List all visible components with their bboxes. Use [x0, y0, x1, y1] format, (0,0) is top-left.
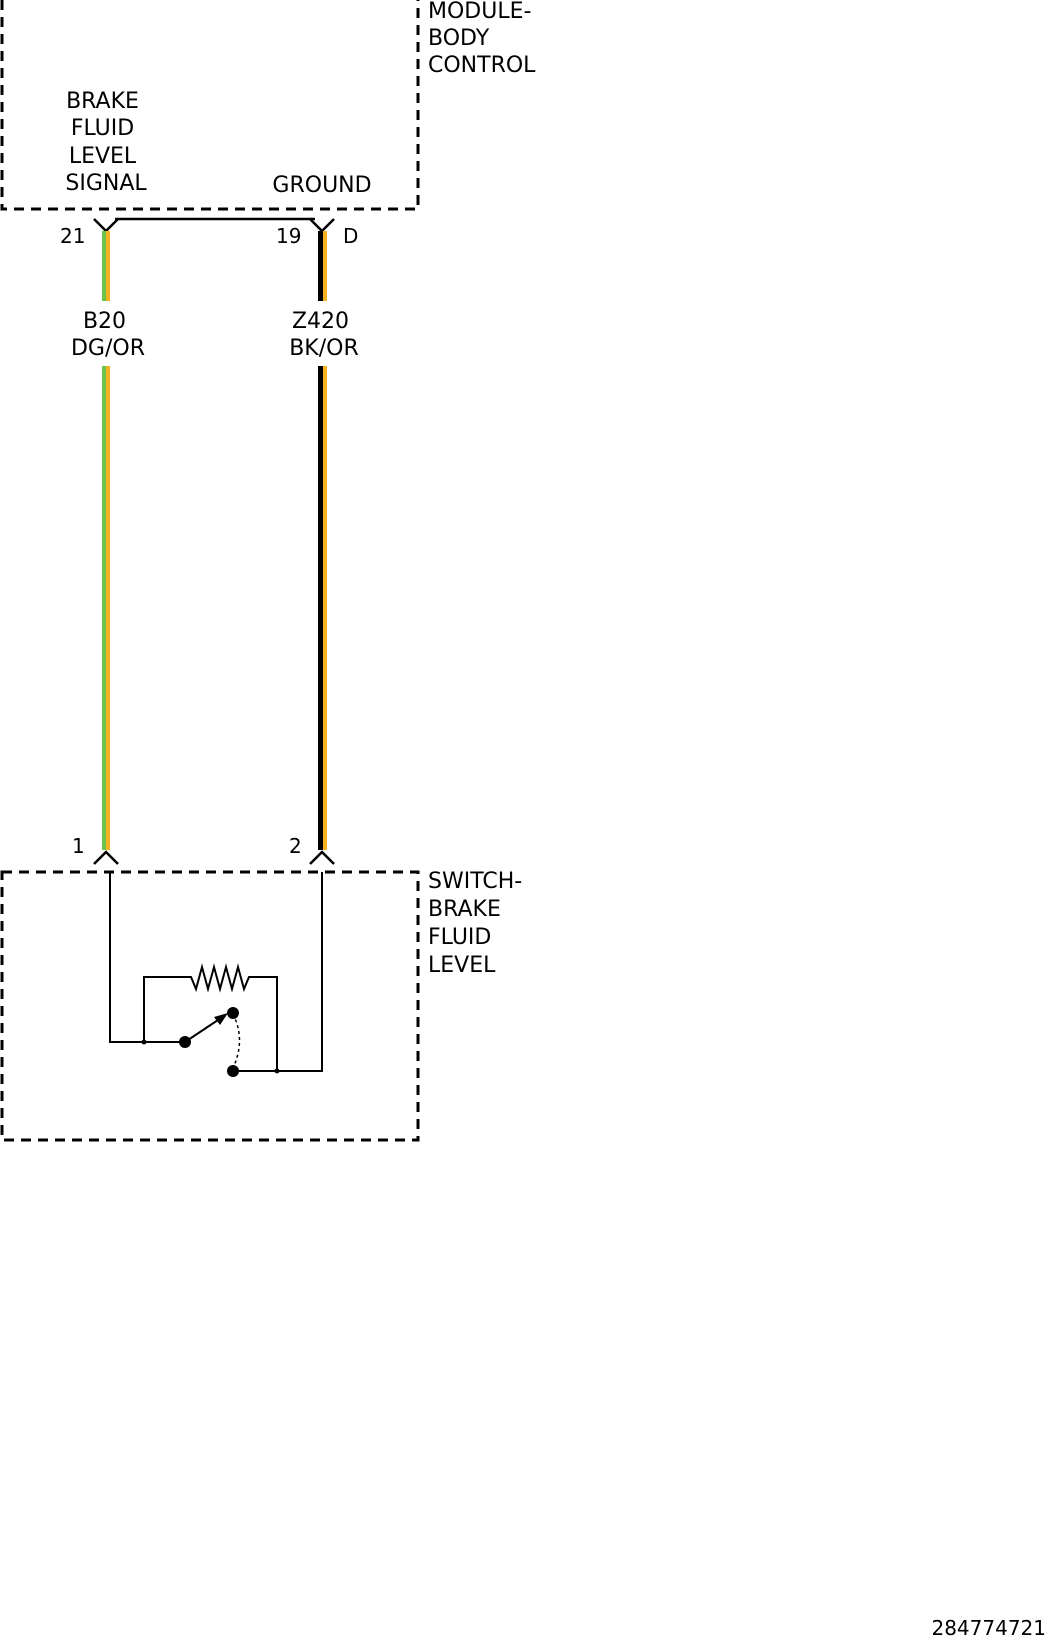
pin-2-connector: [309, 850, 335, 865]
float-switch-schematic: [109, 872, 323, 1072]
switch-module-box: [0, 870, 420, 1142]
wire-z420: [318, 231, 327, 850]
pin-21-number: 21: [60, 224, 85, 248]
pin-19-connector: [309, 218, 335, 233]
switch-pivot-contact: [179, 1036, 191, 1048]
bcm-module-label: MODULE- BODY CONTROL: [428, 0, 538, 78]
pin-19-number: 19: [276, 224, 301, 248]
wire-b20-label: B20 DG/OR: [71, 309, 145, 361]
ground-pin-label: GROUND: [272, 173, 371, 198]
connector-d-label: D: [343, 224, 358, 248]
pin-2-number: 2: [289, 834, 302, 858]
document-id: 284774721: [931, 1616, 1046, 1640]
wire-b20: [102, 231, 110, 850]
junction-right: [274, 1068, 280, 1074]
switch-arrow-head: [214, 1013, 228, 1025]
bcm-module-box: [0, 0, 420, 211]
switch-module-label: SWITCH- BRAKE FLUID LEVEL: [428, 869, 529, 978]
junction-left: [141, 1039, 147, 1045]
pin-1-connector: [93, 850, 119, 865]
pin-21-connector: [93, 218, 119, 233]
switch-upper-contact: [227, 1007, 239, 1019]
pin-1-number: 1: [72, 834, 85, 858]
switch-lower-contact: [227, 1065, 239, 1077]
wire-z420-label: Z420 BK/OR: [289, 309, 359, 361]
switch-dashed-link: [232, 1013, 241, 1069]
signal-pin-label: BRAKE FLUID LEVEL SIGNAL: [65, 89, 147, 196]
